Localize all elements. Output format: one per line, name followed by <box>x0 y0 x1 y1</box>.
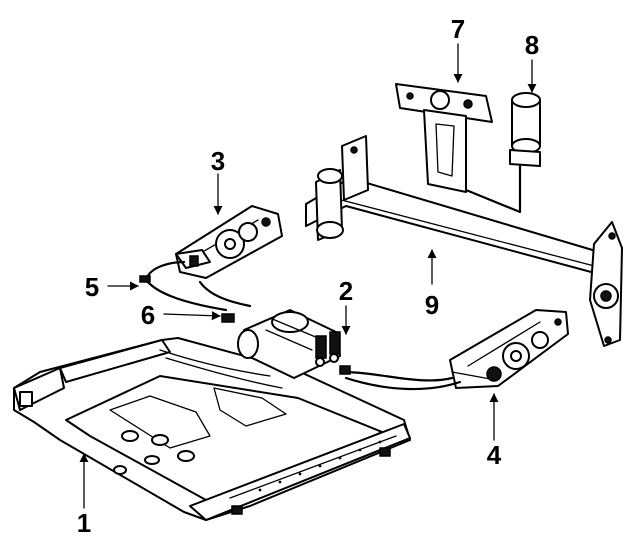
leader-6 <box>163 311 221 321</box>
callout-5: 5 <box>85 272 99 302</box>
drive-cable-left <box>139 260 228 312</box>
torsion-tube-assembly <box>305 135 623 347</box>
drive-cable-right <box>339 365 462 391</box>
leader-lines <box>79 43 537 509</box>
callout-1: 1 <box>77 508 91 538</box>
recliner-solenoid <box>509 92 541 167</box>
callout-9: 9 <box>425 290 439 320</box>
callout-7: 7 <box>451 14 465 44</box>
callout-8: 8 <box>525 30 539 60</box>
recliner-mechanism <box>395 83 522 214</box>
callout-2: 2 <box>339 276 353 306</box>
callout-6: 6 <box>141 300 155 330</box>
seat-motor <box>237 309 341 379</box>
drive-cable-center <box>198 280 252 323</box>
seat-track-frame <box>13 337 411 521</box>
callout-3: 3 <box>211 146 225 176</box>
callout-4: 4 <box>487 440 502 470</box>
right-gearbox-bracket <box>449 309 569 389</box>
left-gearbox-bracket <box>175 205 283 279</box>
